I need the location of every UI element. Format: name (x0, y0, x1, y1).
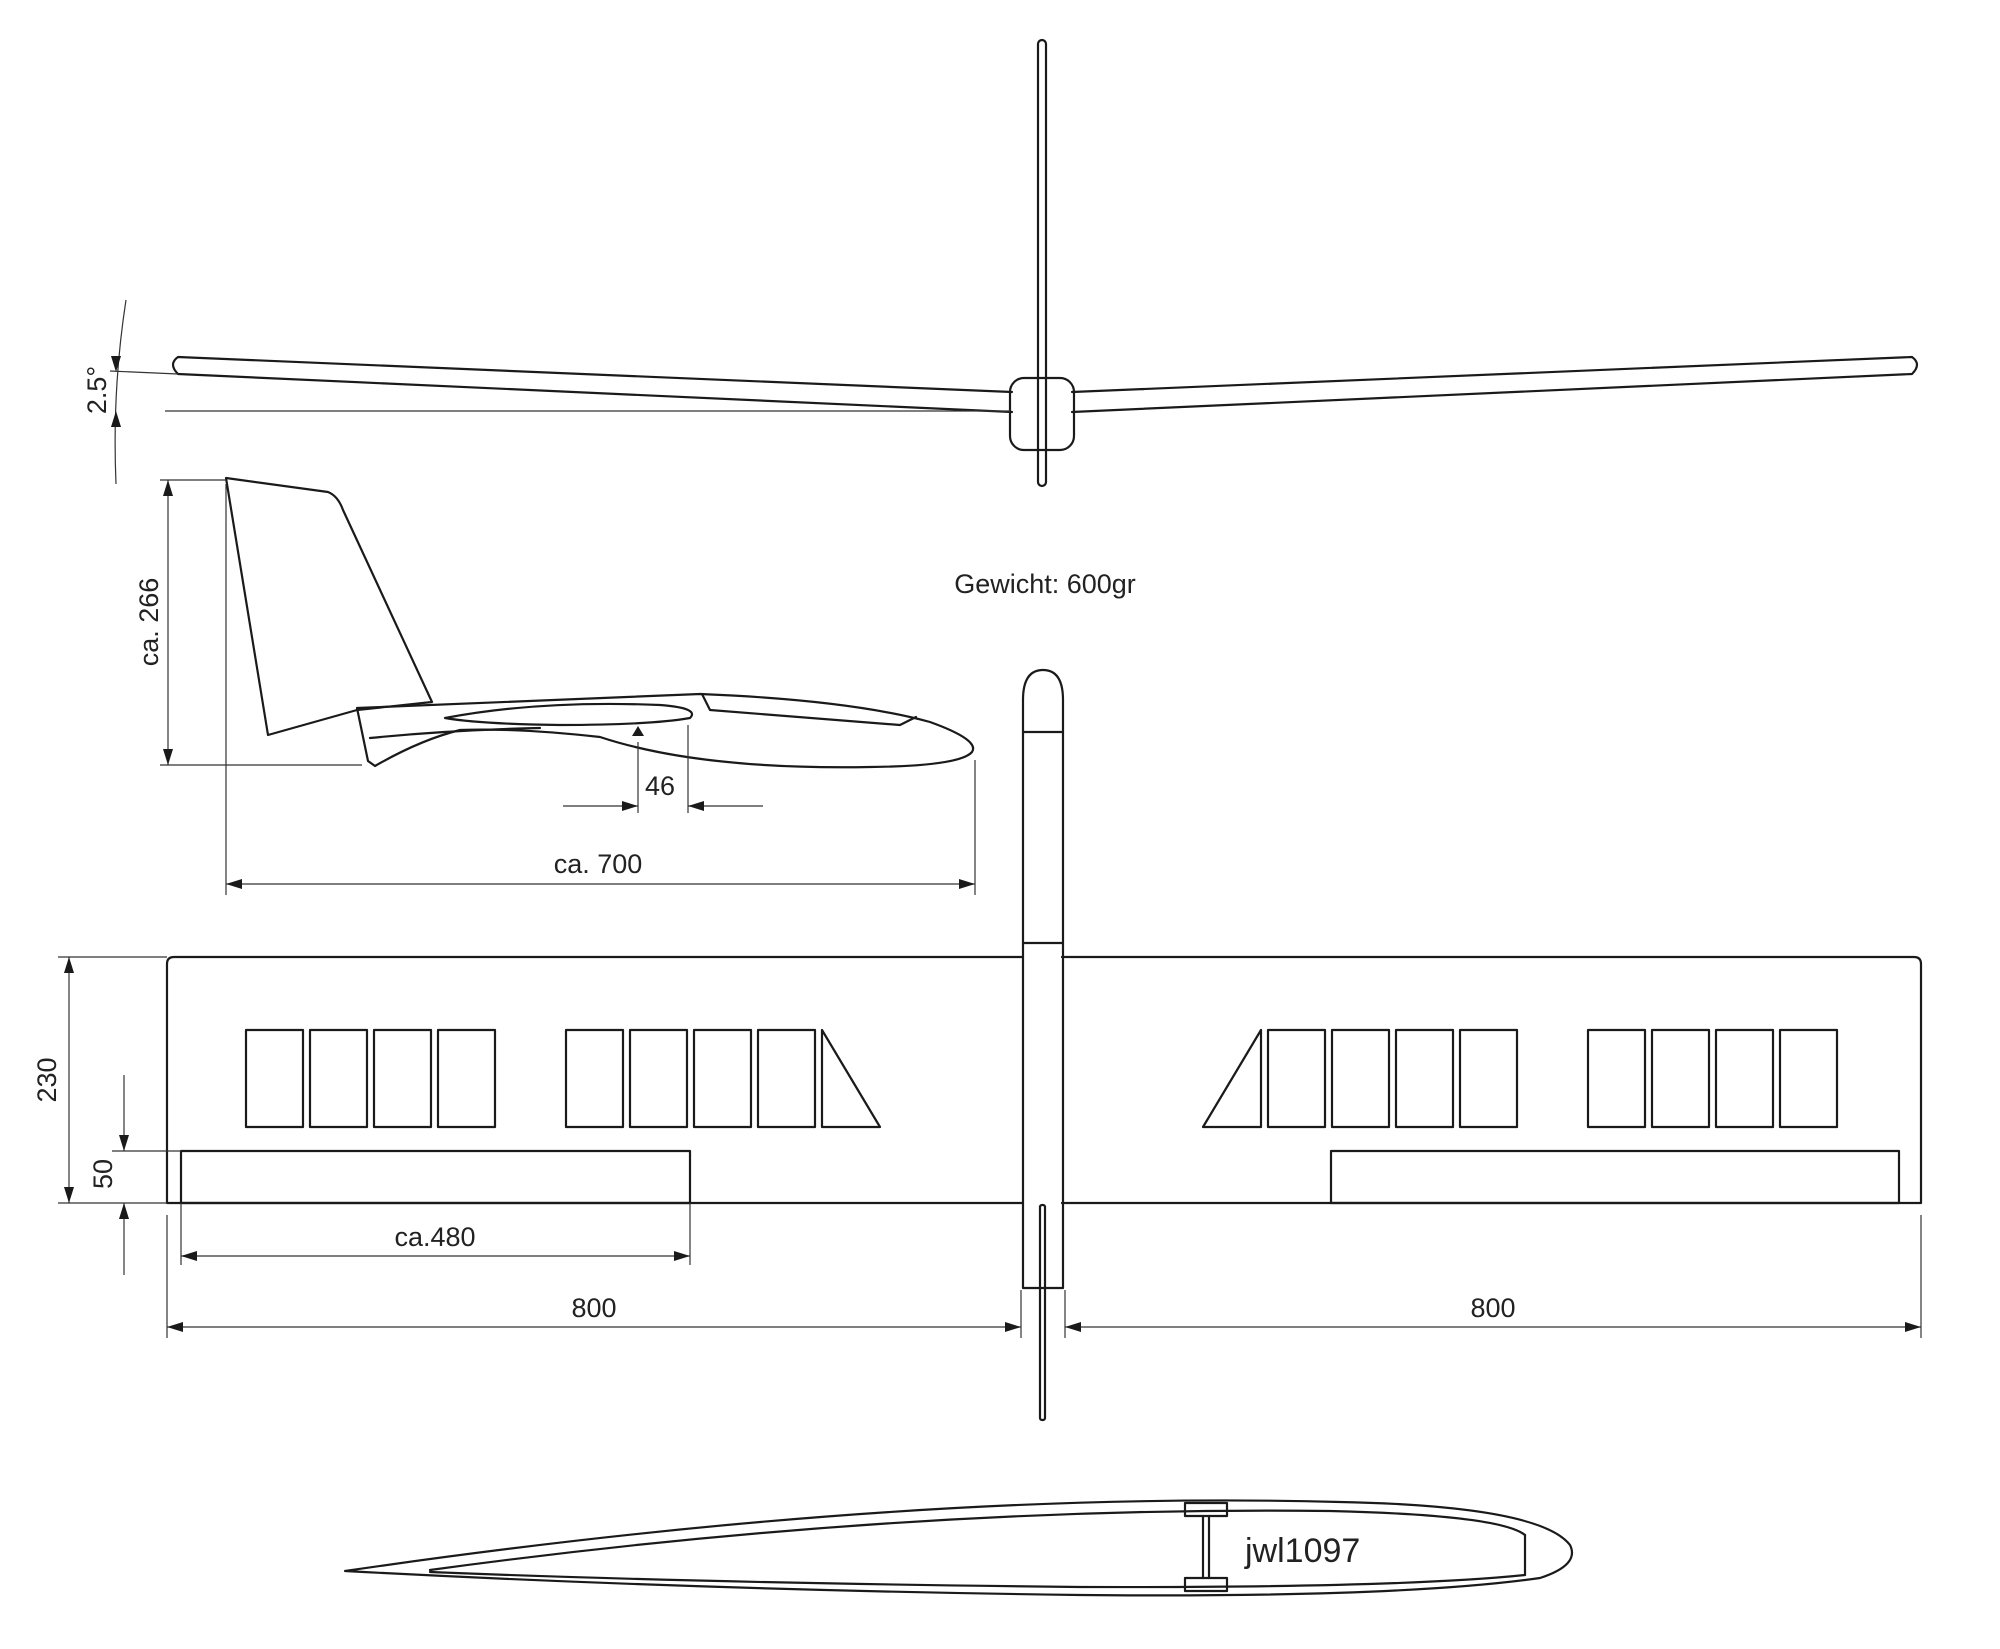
airfoil-spar-cap-top (1183, 1501, 1229, 1518)
half-span-left-label: 800 (571, 1293, 616, 1323)
airfoil-inner-skin-lower (428, 1570, 1527, 1589)
aileron-depth-label: 50 (88, 1159, 118, 1189)
length-arrow-left (226, 879, 242, 889)
cutout (1394, 1028, 1455, 1129)
aileron-depth-arrow-bottom (119, 1203, 129, 1219)
top-view: 230 50 ca.480 800 800 (32, 668, 1923, 1422)
cutout (308, 1028, 369, 1129)
cutout-triangle (1201, 1028, 1263, 1129)
cutout (372, 1028, 433, 1129)
dihedral-label: 2.5° (82, 366, 112, 414)
span-left-arrow-a (167, 1322, 183, 1332)
front-view-fuselage (1008, 376, 1076, 452)
airfoil-inner-skin (428, 1509, 1527, 1572)
length-arrow-right (959, 879, 975, 889)
cutout (1330, 1028, 1391, 1129)
fin-height-label: ca. 266 (134, 578, 164, 667)
side-view-canopy (700, 692, 918, 727)
top-view-left-wing (165, 955, 1025, 1205)
cutout (1650, 1028, 1711, 1129)
cutout (1714, 1028, 1775, 1129)
cg-marker-icon (632, 726, 644, 736)
aileron-len-arrow-left (181, 1251, 197, 1261)
dihedral-arc (114, 299, 127, 485)
dihedral-arrow-bottom (111, 411, 121, 427)
dihedral-arrow-top (111, 356, 121, 372)
cutout (1778, 1028, 1839, 1129)
half-span-right-label: 800 (1470, 1293, 1515, 1323)
cutout (756, 1028, 817, 1129)
airfoil-outline (343, 1499, 1573, 1597)
front-view-fin (1036, 38, 1048, 488)
cg-arrow-right (688, 801, 704, 811)
chord-arrow-top (64, 957, 74, 973)
chord-arrow-bottom (64, 1187, 74, 1203)
span-right-arrow-a (1065, 1322, 1081, 1332)
top-view-right-wing (1060, 955, 1923, 1205)
aileron-length-label: ca.480 (394, 1222, 475, 1252)
right-aileron (1329, 1149, 1901, 1205)
top-view-fuselage (1021, 668, 1065, 1290)
cg-offset-label: 46 (645, 771, 675, 801)
cutout (628, 1028, 689, 1129)
cutout-triangle (820, 1028, 882, 1129)
cg-arrow-left (622, 801, 638, 811)
front-view-left-wing (171, 355, 1014, 414)
side-view-fin (224, 476, 434, 737)
aileron-len-arrow-right (674, 1251, 690, 1261)
dihedral-wing-line (109, 370, 179, 375)
span-right-arrow-b (1905, 1322, 1921, 1332)
weight-label: Gewicht: 600gr (954, 569, 1136, 599)
cutout (436, 1028, 497, 1129)
cutout (564, 1028, 625, 1129)
front-view: 2.5° (82, 38, 1919, 488)
fin-height-arrow-bottom (163, 749, 173, 765)
cutout (1586, 1028, 1647, 1129)
side-view: ca. 266 46 ca. 700 (134, 476, 976, 895)
top-view-tail-boom (1038, 1203, 1047, 1422)
aileron-depth-arrow-top (119, 1135, 129, 1151)
front-view-right-wing (1070, 355, 1919, 414)
left-aileron (179, 1149, 692, 1205)
cutout (1266, 1028, 1327, 1129)
left-wing-cutouts (244, 1028, 882, 1129)
side-view-wing-root (443, 702, 693, 727)
airfoil-spar-cap-bottom (1183, 1576, 1229, 1593)
fuselage-length-label: ca. 700 (554, 849, 643, 879)
airfoil-name-label: jwl1097 (1244, 1532, 1360, 1570)
fin-height-arrow-top (163, 480, 173, 496)
cutout (692, 1028, 753, 1129)
cutout (1458, 1028, 1519, 1129)
right-wing-cutouts (1201, 1028, 1839, 1129)
cutout (244, 1028, 305, 1129)
side-view-wing-line (368, 726, 542, 740)
airfoil-section: jwl1097 (343, 1499, 1573, 1597)
root-chord-label: 230 (32, 1057, 62, 1102)
span-left-arrow-b (1005, 1322, 1021, 1332)
